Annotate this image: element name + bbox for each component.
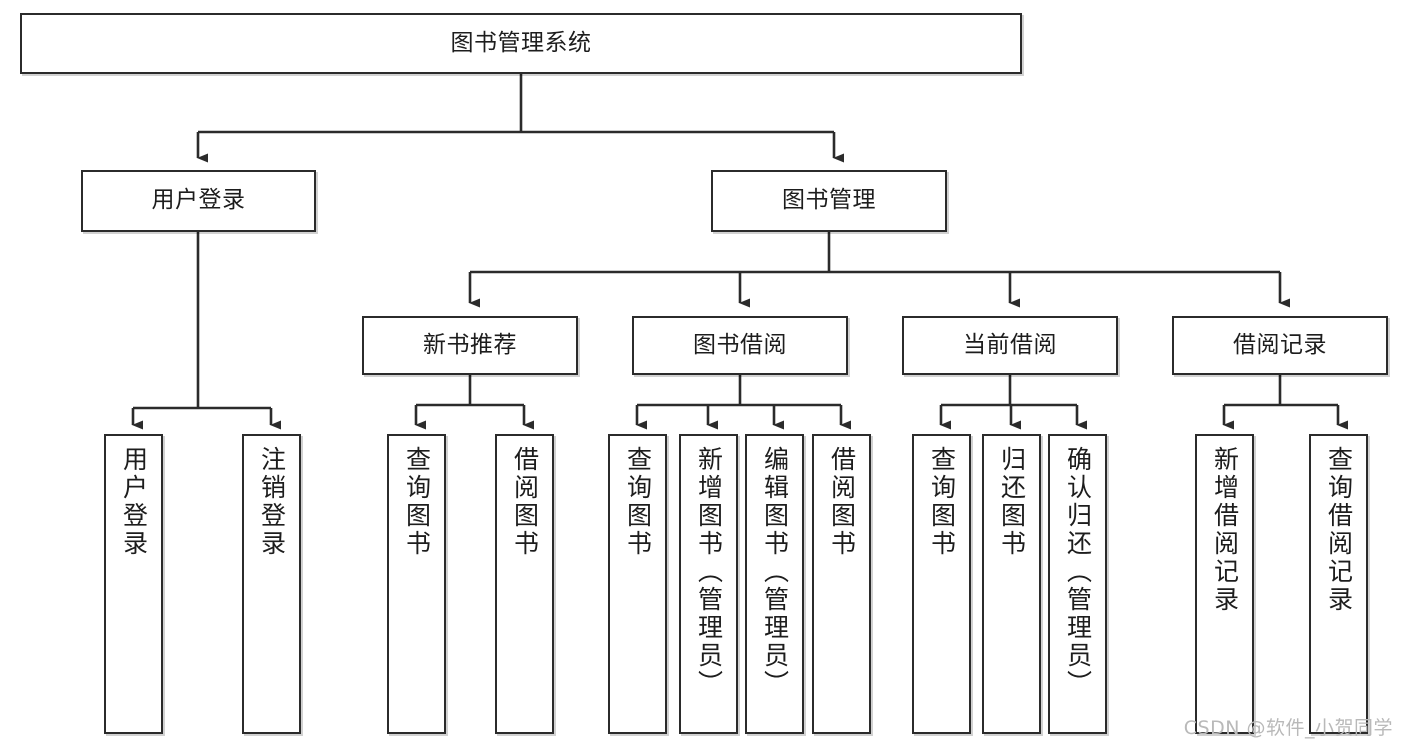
node-leaf-user-logout-label: 注销登录 [257, 446, 287, 558]
node-root-label: 图书管理系统 [450, 29, 592, 56]
node-leaf-user-logout[interactable]: 注销登录 [242, 434, 301, 734]
node-leaf-borrow-book-2-label: 借阅图书 [827, 446, 857, 558]
node-leaf-user-login[interactable]: 用户登录 [104, 434, 163, 734]
node-leaf-edit-book-label: 编辑图书（管理员） [760, 446, 790, 698]
node-leaf-return-book[interactable]: 归还图书 [982, 434, 1041, 734]
node-current-borrow-label: 当前借阅 [963, 331, 1057, 358]
node-leaf-query-book-1[interactable]: 查询图书 [387, 434, 446, 734]
node-borrow-records[interactable]: 借阅记录 [1172, 316, 1388, 375]
node-current-borrow[interactable]: 当前借阅 [902, 316, 1118, 375]
node-leaf-confirm-return[interactable]: 确认归还（管理员） [1048, 434, 1107, 734]
node-leaf-add-record[interactable]: 新增借阅记录 [1195, 434, 1254, 734]
node-leaf-add-record-label: 新增借阅记录 [1210, 446, 1240, 614]
node-leaf-borrow-book-1-label: 借阅图书 [510, 446, 540, 558]
node-leaf-edit-book[interactable]: 编辑图书（管理员） [745, 434, 804, 734]
node-leaf-query-book-2[interactable]: 查询图书 [608, 434, 667, 734]
node-book-borrow[interactable]: 图书借阅 [632, 316, 848, 375]
node-leaf-borrow-book-2[interactable]: 借阅图书 [812, 434, 871, 734]
node-leaf-query-record-label: 查询借阅记录 [1324, 446, 1354, 614]
node-leaf-query-record[interactable]: 查询借阅记录 [1309, 434, 1368, 734]
node-root[interactable]: 图书管理系统 [20, 13, 1022, 74]
node-borrow-records-label: 借阅记录 [1233, 331, 1327, 358]
node-book-borrow-label: 图书借阅 [693, 331, 787, 358]
node-leaf-user-login-label: 用户登录 [119, 446, 149, 558]
node-book-management-label: 图书管理 [782, 187, 876, 214]
node-leaf-query-book-3-label: 查询图书 [927, 446, 957, 558]
node-leaf-add-book[interactable]: 新增图书（管理员） [679, 434, 738, 734]
node-leaf-query-book-2-label: 查询图书 [623, 446, 653, 558]
node-leaf-borrow-book-1[interactable]: 借阅图书 [495, 434, 554, 734]
node-new-book-recommend[interactable]: 新书推荐 [362, 316, 578, 375]
node-leaf-query-book-1-label: 查询图书 [402, 446, 432, 558]
node-user-login-label: 用户登录 [151, 187, 246, 214]
node-user-login[interactable]: 用户登录 [81, 170, 316, 232]
node-leaf-query-book-3[interactable]: 查询图书 [912, 434, 971, 734]
node-leaf-return-book-label: 归还图书 [997, 446, 1027, 558]
node-leaf-confirm-return-label: 确认归还（管理员） [1063, 446, 1093, 698]
node-book-management[interactable]: 图书管理 [711, 170, 947, 232]
node-leaf-add-book-label: 新增图书（管理员） [694, 446, 724, 698]
node-new-book-recommend-label: 新书推荐 [423, 331, 517, 358]
